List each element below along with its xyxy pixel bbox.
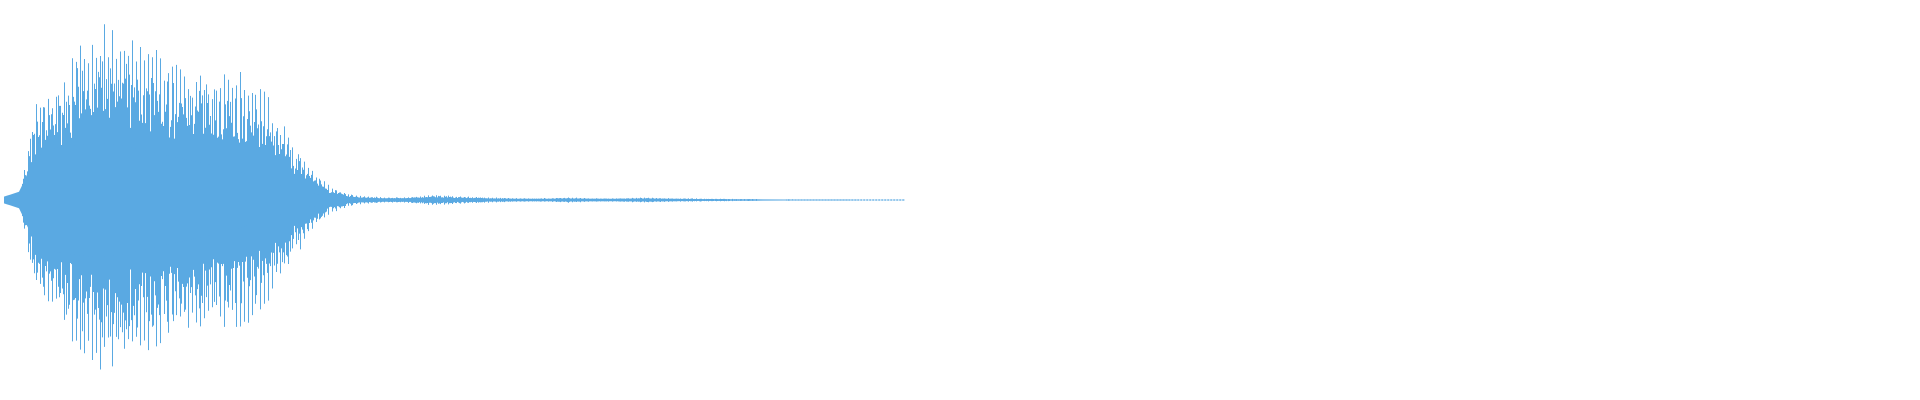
waveform-body-fill [4,143,905,257]
waveform-body [4,143,905,257]
